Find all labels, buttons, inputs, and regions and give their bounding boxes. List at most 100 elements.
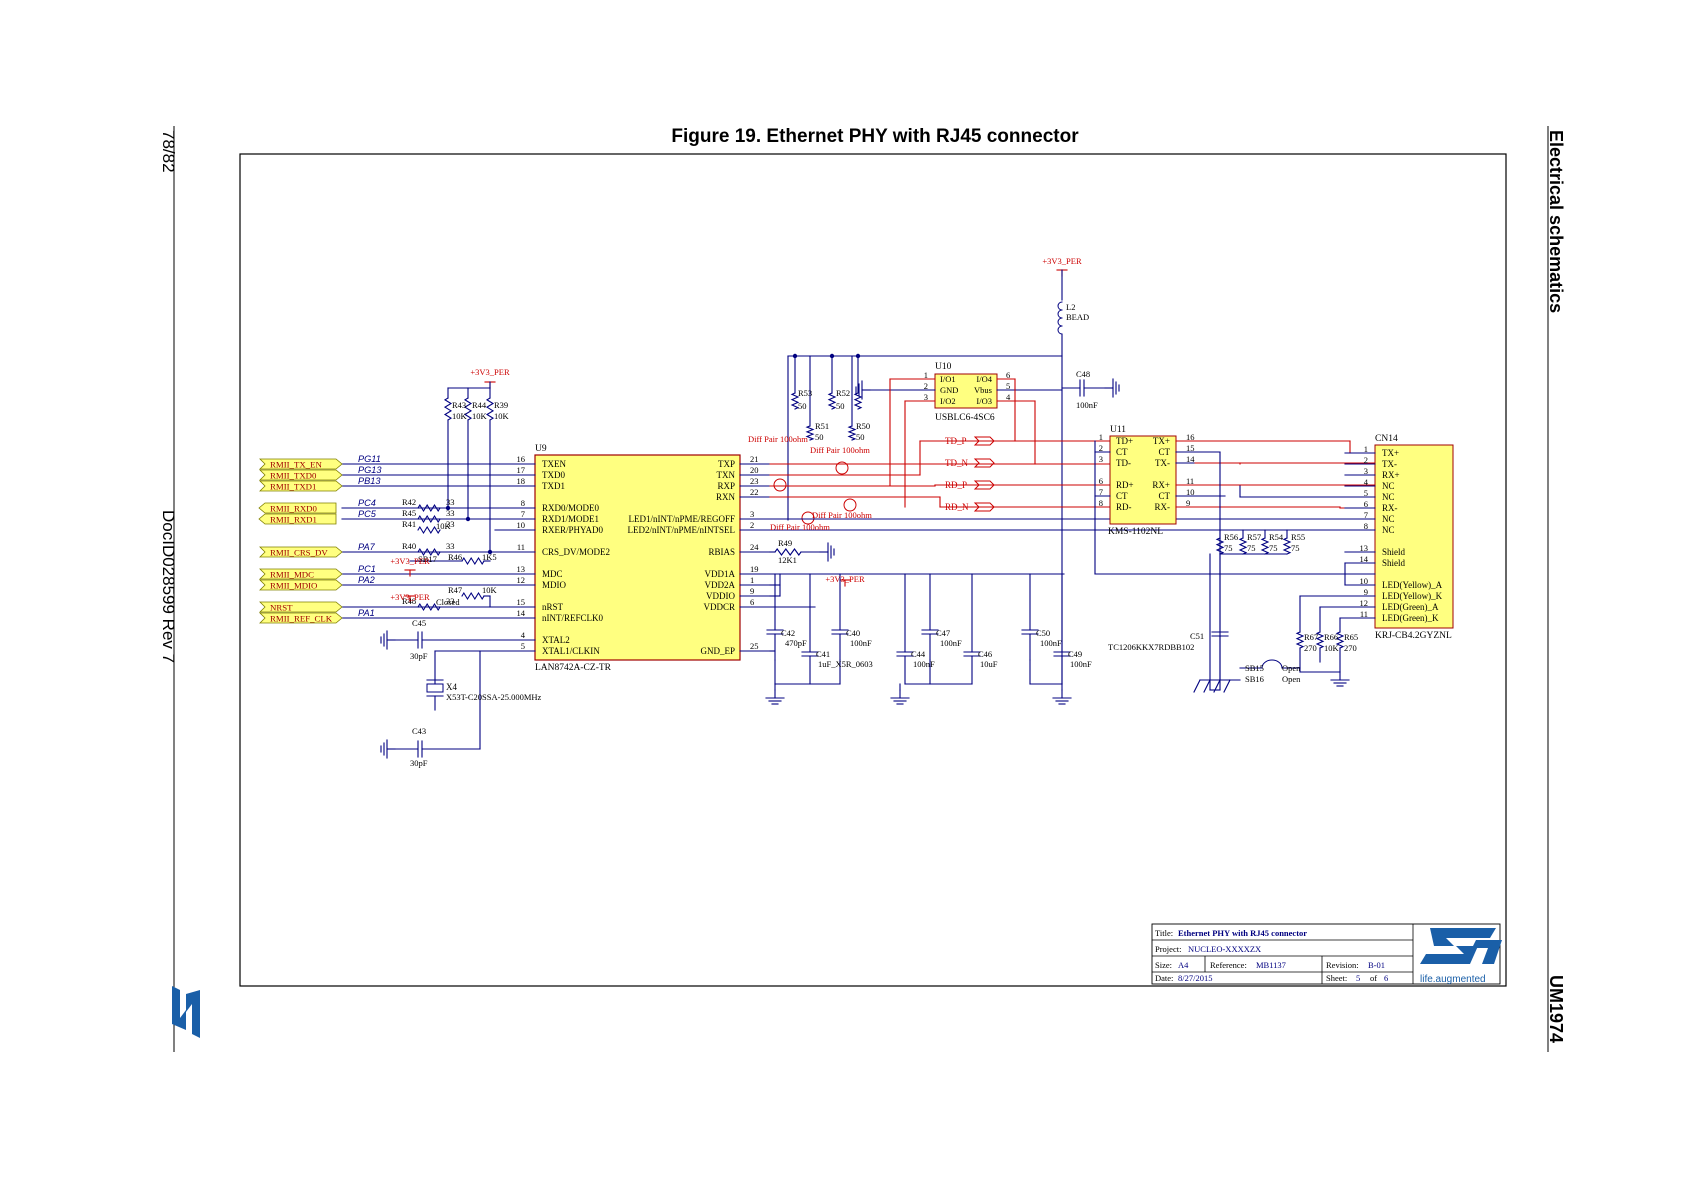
port-label: PB13 [358, 476, 381, 486]
resistor [485, 397, 495, 421]
schematic-label: R46 [448, 552, 462, 562]
u9-pin-number: 2 [750, 520, 754, 530]
net-name: RMII_TXD1 [270, 482, 316, 492]
schematic-label: 50 [856, 432, 865, 442]
schematic-label: 33 [446, 508, 455, 518]
u9-pin-label: TXD0 [542, 470, 565, 480]
u9-pin-label: RXER/PHYAD0 [542, 525, 604, 535]
schematic-label: C42 [781, 628, 795, 638]
schematic-label: Diff Pair 100ohm [812, 510, 872, 520]
schematic-label: C41 [816, 649, 830, 659]
schematic-label: I/O4 [976, 374, 992, 384]
schematic-label: +3V3_PER [390, 556, 430, 566]
u11-body [1109, 435, 1177, 525]
schematic-label: 6 [1006, 370, 1010, 380]
schematic-label: CT [1158, 447, 1170, 457]
resistor [847, 425, 857, 441]
u10-body [934, 373, 998, 409]
cn14-pin-label: NC [1382, 481, 1395, 491]
u9-pin-number: 13 [517, 564, 526, 574]
u9-pin-number: 1 [750, 575, 754, 585]
schematic-label: 10 [1186, 487, 1195, 497]
u9-pin-label: nRST [542, 602, 564, 612]
u9-pin-label: GND_EP [700, 646, 735, 656]
u9-pin-number: 17 [517, 465, 526, 475]
cn14-pin-label: LED(Green)_K [1382, 613, 1439, 623]
schematic-label: 100nF [1040, 638, 1062, 648]
diff-net-label: RD_P [945, 480, 967, 490]
schematic-label: 1uF_X5R_0603 [818, 659, 873, 669]
resistor [417, 602, 441, 612]
schematic-label: R43 [452, 400, 466, 410]
schematic-label: 12K1 [778, 555, 797, 565]
u9-pin-number: 25 [750, 641, 759, 651]
net-name: NRST [270, 603, 293, 613]
cn14-pin-label: LED(Yellow)_K [1382, 591, 1443, 601]
u10-ref: U10 [935, 362, 952, 372]
port-label: PG13 [358, 465, 382, 475]
schematic-label: CT [1116, 447, 1128, 457]
schematic-label: R39 [494, 400, 508, 410]
schematic-label: Diff Pair 100ohm [770, 522, 830, 532]
u9-pin-label: nINT/REFCLK0 [542, 613, 604, 623]
net-flag [259, 469, 343, 481]
u9-pin-number: 18 [517, 476, 526, 486]
schematic-label: 10K [472, 411, 488, 421]
schematic-label: CT [1158, 491, 1170, 501]
cn14-body [1374, 444, 1454, 629]
schematic-label: 7 [1364, 510, 1368, 520]
schematic-label: Diff Pair 100ohm [748, 434, 808, 444]
net-label: RMII_TXD1 PB13 [259, 476, 381, 492]
schematic-label: 6 [1384, 973, 1388, 983]
schematic-label: 50 [836, 401, 845, 411]
u9-pin-number: 23 [750, 476, 759, 486]
net-flag [259, 480, 343, 492]
net-flag [258, 513, 337, 525]
net-flag [259, 546, 343, 558]
resistor [461, 556, 485, 566]
u9-pin-label: XTAL1/CLKIN [542, 646, 600, 656]
cn14-pin-label: Shield [1382, 547, 1406, 557]
port-label: PA2 [358, 575, 375, 585]
schematic-label: 5 [1364, 488, 1368, 498]
schematic-label: 100nF [1070, 659, 1092, 669]
schematic-label: Project: [1155, 944, 1181, 954]
u9-pin-number: 22 [750, 487, 759, 497]
schematic-label: 3 [1364, 466, 1368, 476]
schematic-label: R67 [1304, 632, 1318, 642]
u9-pin-label: TXP [718, 459, 735, 469]
schematic-label: 7 [1099, 487, 1103, 497]
schematic-label: R65 [1344, 632, 1358, 642]
junction [487, 549, 493, 555]
schematic-label: R42 [402, 497, 416, 507]
schematic-label: R44 [472, 400, 487, 410]
schematic-label: 10K [482, 585, 498, 595]
resistor [1335, 631, 1345, 649]
cn14-pin-label: Shield [1382, 558, 1406, 568]
schematic-label: TX+ [1153, 436, 1170, 446]
net-name: RMII_CRS_DV [270, 548, 328, 558]
schematic-label: 11 [1186, 476, 1194, 486]
net-label: NRST [259, 601, 343, 613]
schematic-label: R66 [1324, 632, 1338, 642]
resistor [1238, 537, 1248, 555]
schematic-label: 6 [1099, 476, 1103, 486]
schematic-label: R54 [1269, 532, 1284, 542]
schematic-label: 2 [1099, 443, 1103, 453]
schematic-label: 470pF [785, 638, 807, 648]
u9-ref: U9 [535, 444, 547, 454]
schematic-label: RX- [1155, 502, 1171, 512]
u9-pin-number: 12 [517, 575, 526, 585]
figure-title: Figure 19. Ethernet PHY with RJ45 connec… [671, 126, 1079, 147]
resistor [463, 397, 473, 421]
schematic-label: 8/27/2015 [1178, 973, 1212, 983]
u9-pin-label: TXD1 [542, 481, 565, 491]
schematic-label: 15 [1186, 443, 1195, 453]
u9-pin-label: RXP [717, 481, 735, 491]
schematic-label: 4 [1364, 477, 1369, 487]
schematic-label: C49 [1068, 649, 1082, 659]
